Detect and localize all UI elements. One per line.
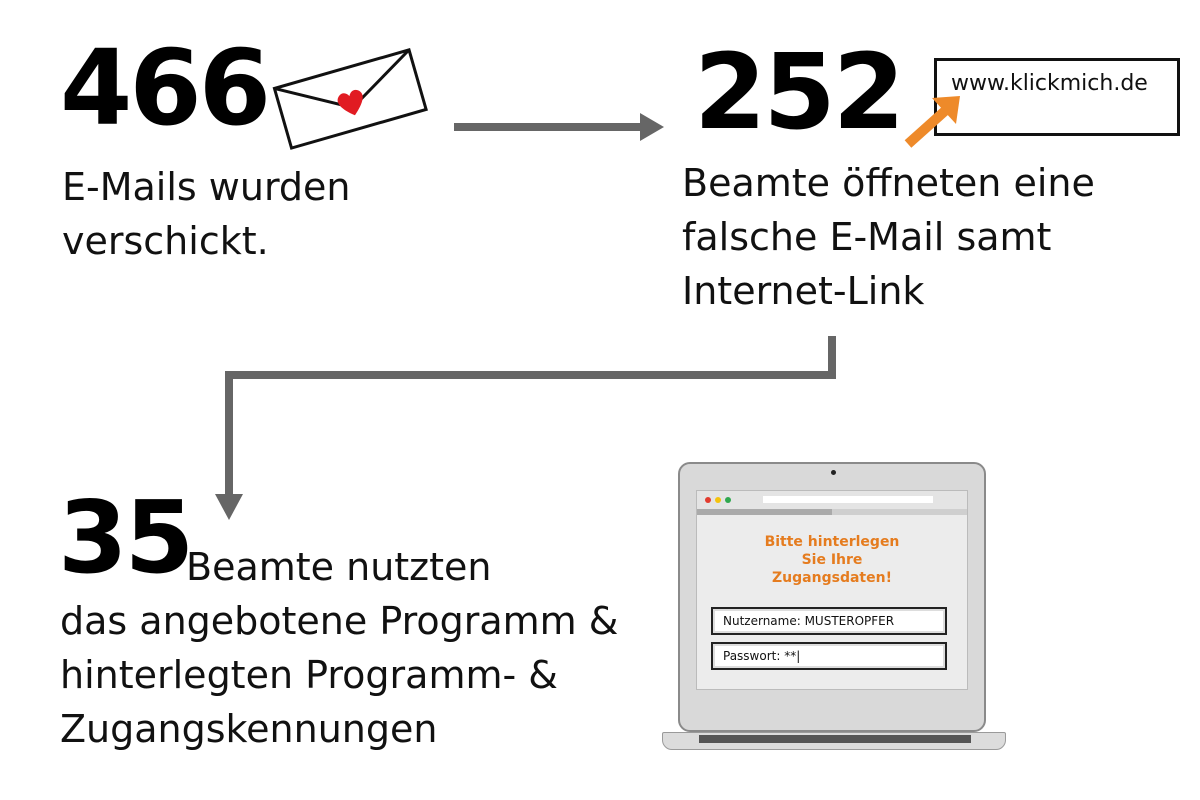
arrow-252-to-35 [215, 336, 836, 520]
password-field: Passwort: **| [711, 642, 947, 670]
tab-strip [697, 509, 967, 515]
laptop-base [662, 732, 1006, 750]
stat-text-emails-sent: E-Mails wurden verschickt. [62, 165, 351, 263]
address-bar [763, 496, 933, 503]
stat-text-opened: Beamte öffneten eine falsche E-Mail samt… [682, 161, 1095, 313]
browser-toolbar [697, 491, 967, 510]
browser-window: Bitte hinterlegen Sie Ihre Zugangsdaten!… [696, 490, 968, 690]
login-prompt-text: Bitte hinterlegen Sie Ihre Zugangsdaten! [764, 534, 900, 586]
url-box: www.klickmich.de [934, 58, 1180, 136]
stat-number-emails-sent: 466 [60, 27, 271, 149]
username-field: Nutzername: MUSTEROPFER [711, 607, 947, 635]
arrow-466-to-252 [454, 113, 664, 141]
keyboard [699, 735, 971, 743]
stat-text-used-line1: Beamte nutzten [186, 545, 492, 589]
close-dot-icon [705, 497, 711, 503]
minimize-dot-icon [715, 497, 721, 503]
laptop-icon: Bitte hinterlegen Sie Ihre Zugangsdaten!… [662, 460, 1006, 762]
envelope-icon [272, 48, 428, 150]
maximize-dot-icon [725, 497, 731, 503]
laptop-screen: Bitte hinterlegen Sie Ihre Zugangsdaten!… [678, 462, 986, 732]
camera-dot [831, 470, 836, 475]
stat-number-opened: 252 [694, 31, 905, 153]
stat-text-used-rest: das angebotene Programm & hinterlegten P… [60, 599, 619, 751]
stat-number-used: 35 [58, 479, 194, 596]
cursor-arrow-icon [904, 96, 960, 148]
url-text: www.klickmich.de [951, 71, 1148, 96]
login-prompt: Bitte hinterlegen Sie Ihre Zugangsdaten! [697, 533, 967, 587]
heart-icon [337, 89, 363, 116]
